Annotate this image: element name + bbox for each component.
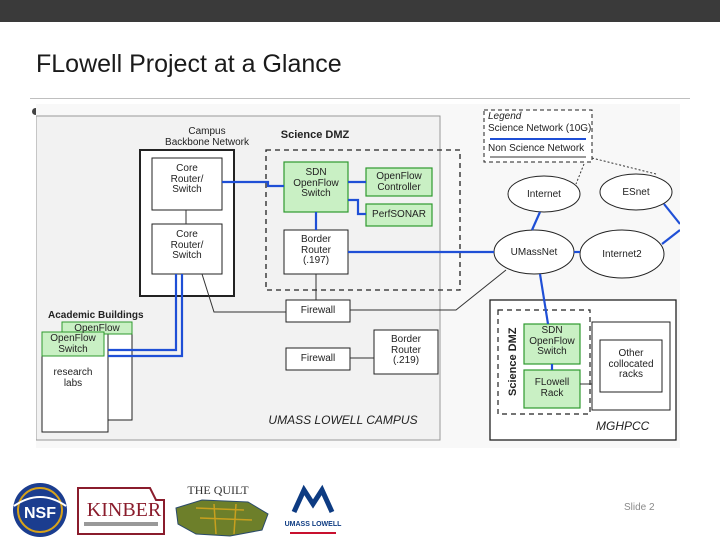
bullet-dot bbox=[32, 108, 39, 115]
academic-buildings-label: Academic Buildings bbox=[48, 310, 144, 321]
core-router-2-box bbox=[151, 223, 223, 275]
link-core-academic-1 bbox=[108, 274, 178, 352]
nsf-logo: NSF bbox=[13, 483, 67, 537]
link-core-to-sdn bbox=[222, 180, 284, 188]
umass-logo-text: UMASS LOWELL bbox=[285, 521, 342, 528]
mghpcc-label: MGHPCC bbox=[596, 419, 650, 433]
firewall-2-box bbox=[285, 347, 351, 371]
core-router-1-label: Core Router/ Switch bbox=[170, 163, 204, 195]
link-legend-internet bbox=[575, 163, 585, 185]
cloud-esnet bbox=[599, 173, 673, 211]
sdn-switch-2-label: SDN OpenFlow Switch bbox=[529, 325, 575, 357]
perfsonar-label: PerfSONAR bbox=[372, 209, 426, 220]
openflow-front-box bbox=[41, 331, 105, 357]
diagram-canvas bbox=[36, 109, 680, 441]
legend-non-science-label: Non Science Network bbox=[488, 143, 585, 154]
science-dmz-area bbox=[265, 149, 461, 291]
slide-title: FLowell Project at a Glance bbox=[36, 50, 342, 78]
legend-title: Legend bbox=[488, 111, 522, 122]
link-core-firewall bbox=[201, 273, 286, 313]
science-links bbox=[108, 180, 680, 370]
kinber-logo: KINBER bbox=[77, 487, 165, 535]
network-diagram: Campus Backbone Network Science DMZ Core… bbox=[36, 104, 680, 448]
link-core-academic-2 bbox=[108, 274, 184, 358]
firewall-1-box bbox=[285, 299, 351, 323]
umass-lowell-logo: UMASS LOWELL bbox=[285, 484, 342, 534]
openflow-controller-label: OpenFlow Controller bbox=[376, 171, 422, 193]
cloud-internet2 bbox=[579, 229, 665, 279]
link-esnet-out bbox=[663, 203, 680, 225]
footer-logos: NSF KINBER THE QUILT UMASS LOWELL bbox=[0, 478, 360, 540]
other-racks-label: Other collocated racks bbox=[608, 348, 654, 380]
cloud-internet-label: Internet bbox=[527, 189, 561, 200]
firewall-1-label: Firewall bbox=[300, 305, 336, 316]
mghpcc-dmz-area bbox=[497, 309, 591, 415]
cloud-umassnet-label: UMassNet bbox=[510, 247, 558, 258]
cloud-internet2-label: Internet2 bbox=[602, 249, 642, 260]
openflow-controller-box bbox=[365, 167, 433, 197]
sdn-switch-1-box bbox=[283, 161, 349, 213]
firewall-2-label: Firewall bbox=[300, 353, 336, 364]
border-router-1-label: Border Router (.197) bbox=[300, 234, 331, 266]
nsf-logo-text: NSF bbox=[24, 505, 56, 522]
campus-label: UMASS LOWELL CAMPUS bbox=[268, 413, 418, 427]
link-firewall1-umassnet bbox=[350, 269, 507, 311]
core-router-1-box bbox=[151, 157, 223, 211]
campus-backbone-label: Campus Backbone Network bbox=[165, 126, 249, 148]
sdn-switch-1-label: SDN OpenFlow Switch bbox=[293, 167, 339, 199]
link-internet2-out bbox=[661, 229, 680, 245]
link-umassnet-internet bbox=[530, 211, 542, 231]
quilt-logo-text: THE QUILT bbox=[187, 483, 249, 497]
cloud-esnet-label: ESnet bbox=[622, 187, 650, 198]
mghpcc-dmz-label: Science DMZ bbox=[507, 327, 520, 397]
border-router-2-box bbox=[373, 329, 439, 375]
legend-box bbox=[483, 109, 593, 163]
cloud-internet bbox=[507, 175, 581, 213]
science-dmz-label: Science DMZ bbox=[280, 129, 350, 141]
research-labs-label: research labs bbox=[53, 367, 93, 389]
quilt-logo: THE QUILT bbox=[175, 483, 269, 537]
link-legend-esnet bbox=[591, 157, 657, 175]
legend-science-label: Science Network (10G) bbox=[488, 123, 592, 134]
openflow-switch-front-label: OpenFlow Switch bbox=[50, 333, 96, 355]
border-router-2-label: Border Router (.219) bbox=[390, 334, 421, 366]
title-divider bbox=[30, 98, 690, 99]
top-bar bbox=[0, 0, 720, 22]
link-umassnet-sdn2 bbox=[538, 273, 550, 325]
flowell-rack-label: FLowell Rack bbox=[534, 377, 570, 399]
link-sdn-perfsonar bbox=[348, 198, 366, 216]
non-science-links bbox=[185, 157, 657, 385]
openflow-back-label: OpenFlow bbox=[74, 323, 120, 334]
core-router-2-label: Core Router/ Switch bbox=[170, 229, 204, 261]
logo-strip: NSF KINBER THE QUILT UMASS LOWELL bbox=[13, 483, 342, 537]
other-racks-box bbox=[599, 339, 663, 393]
flowell-rack-box bbox=[523, 369, 581, 409]
slide-number: Slide 2 bbox=[624, 502, 655, 513]
kinber-logo-text: KINBER bbox=[87, 499, 162, 521]
